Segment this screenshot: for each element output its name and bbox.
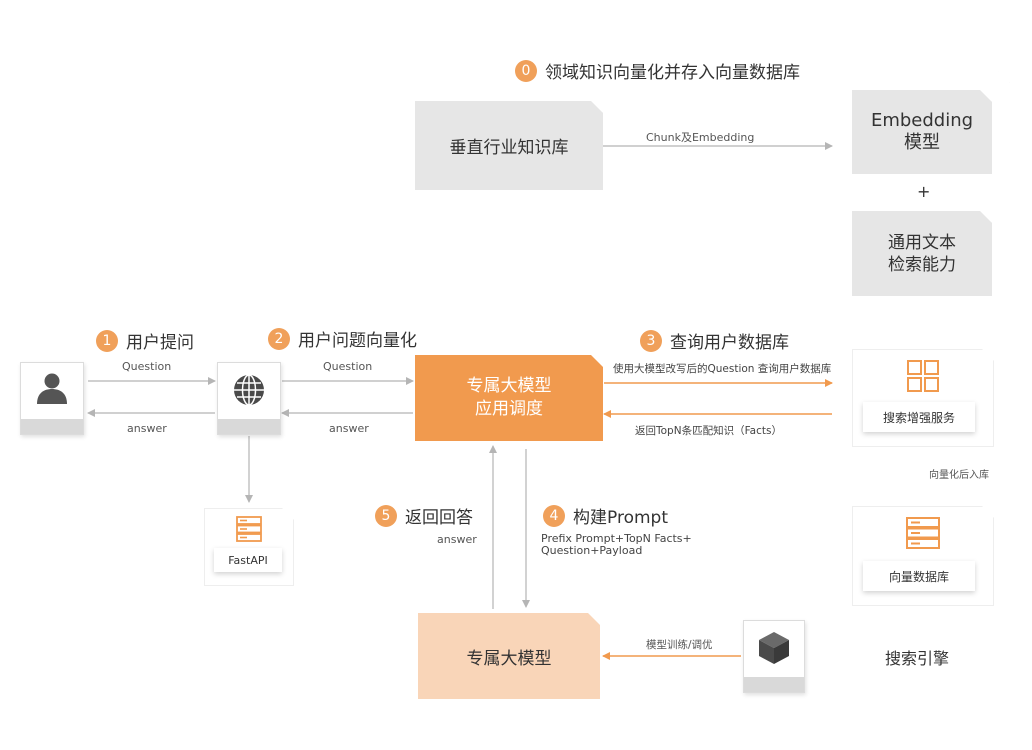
text-search-line2: 检索能力 bbox=[888, 254, 956, 275]
user-tile bbox=[20, 362, 84, 435]
scheduler-box: 专属大模型 应用调度 bbox=[415, 355, 603, 441]
step-5-label: 返回回答 bbox=[405, 508, 473, 528]
edge-answer-up-label: answer bbox=[437, 533, 477, 546]
step-0-title: 0 领域知识向量化并存入向量数据库 bbox=[515, 58, 800, 83]
cube-icon bbox=[759, 632, 789, 664]
vector-db-card: 向量数据库 bbox=[852, 506, 994, 606]
step-4-number: 4 bbox=[543, 504, 565, 527]
step-3-number: 3 bbox=[640, 329, 662, 352]
dedicated-model-label: 专属大模型 bbox=[466, 648, 552, 669]
scheduler-line2: 应用调度 bbox=[475, 399, 543, 419]
vertical-knowledge-base: 垂直行业知识库 bbox=[415, 101, 603, 190]
text-search-line1: 通用文本 bbox=[888, 232, 956, 253]
server-icon bbox=[906, 517, 940, 549]
fastapi-label: FastAPI bbox=[214, 548, 282, 572]
vertical-knowledge-base-label: 垂直行业知识库 bbox=[449, 138, 569, 158]
embedding-model-box: Embedding 模型 bbox=[852, 90, 992, 174]
dedicated-model-box: 专属大模型 bbox=[418, 613, 600, 699]
embedding-model-line1: Embedding bbox=[870, 110, 974, 131]
search-engine-label: 搜索引擎 bbox=[885, 649, 950, 668]
step-2-number: 2 bbox=[268, 327, 290, 350]
step-2-label: 用户问题向量化 bbox=[298, 331, 417, 351]
edge-prompt-line1: Prefix Prompt+TopN Facts+ bbox=[541, 532, 692, 545]
grid-icon bbox=[907, 360, 939, 392]
embedding-model-line2: 模型 bbox=[904, 132, 940, 153]
edge-prompt-line2: Question+Payload bbox=[541, 544, 643, 557]
edge-question-2-label: Question bbox=[323, 360, 373, 373]
vector-db-label: 向量数据库 bbox=[863, 561, 975, 591]
step-5-number: 5 bbox=[375, 504, 397, 527]
scheduler-line1: 专属大模型 bbox=[466, 376, 552, 396]
server-icon bbox=[236, 516, 262, 542]
step-1-label: 用户提问 bbox=[126, 333, 194, 353]
edge-answer-2-label: answer bbox=[329, 422, 369, 435]
edge-chunk-embedding-label: Chunk及Embedding bbox=[646, 131, 755, 144]
user-icon bbox=[37, 373, 67, 404]
edge-answer-1-label: answer bbox=[127, 422, 167, 435]
fastapi-card: FastAPI bbox=[204, 508, 294, 586]
edge-vectorize-store-label: 向量化后入库 bbox=[929, 470, 989, 481]
step-2-title: 2 用户问题向量化 bbox=[268, 326, 417, 351]
step-0-label: 领域知识向量化并存入向量数据库 bbox=[545, 63, 800, 83]
edge-question-1-label: Question bbox=[122, 360, 172, 373]
step-3-title: 3 查询用户数据库 bbox=[640, 328, 789, 353]
step-1-number: 1 bbox=[96, 329, 118, 352]
step-3-label: 查询用户数据库 bbox=[670, 333, 789, 353]
step-1-title: 1 用户提问 bbox=[96, 328, 194, 353]
globe-icon bbox=[234, 374, 264, 406]
step-4-title: 4 构建Prompt bbox=[543, 503, 668, 528]
text-search-box: 通用文本 检索能力 bbox=[852, 211, 992, 296]
search-enhance-label: 搜索增强服务 bbox=[863, 402, 975, 432]
edge-prompt-label: Prefix Prompt+TopN Facts+ Question+Paylo… bbox=[541, 533, 692, 557]
step-4-label: 构建Prompt bbox=[573, 508, 668, 528]
edge-rewrite-query-label: 使用大模型改写后的Question 查询用户数据库 bbox=[613, 363, 832, 375]
edge-return-topn-label: 返回TopN条匹配知识（Facts） bbox=[635, 425, 782, 437]
globe-tile bbox=[217, 362, 281, 435]
step-0-number: 0 bbox=[515, 59, 537, 82]
cube-tile bbox=[743, 620, 805, 693]
edge-train-tune-label: 模型训练/调优 bbox=[646, 639, 713, 651]
step-5-title: 5 返回回答 bbox=[375, 503, 473, 528]
search-enhance-card: 搜索增强服务 bbox=[852, 349, 994, 447]
plus-sign: + bbox=[917, 182, 931, 201]
